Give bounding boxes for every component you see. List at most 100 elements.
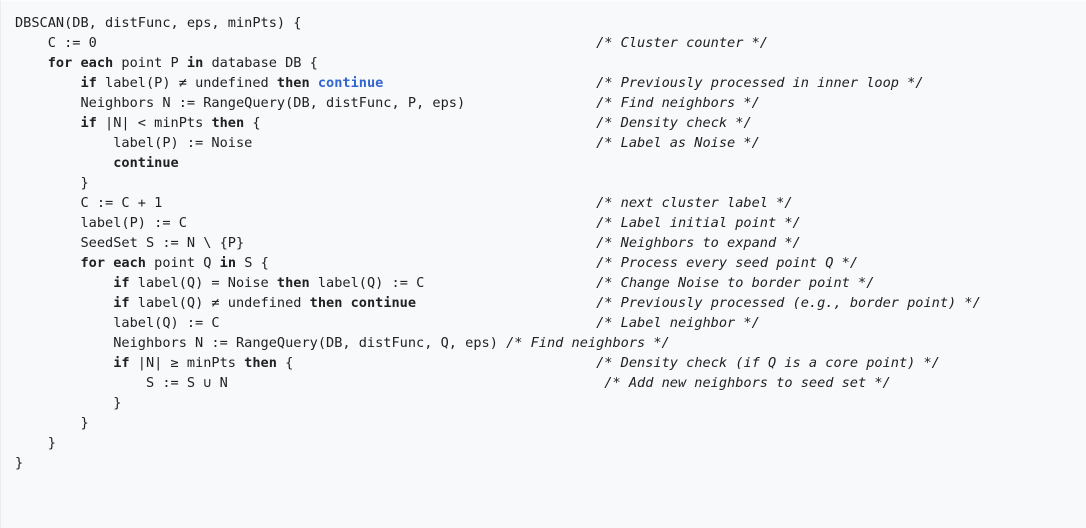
code-gap (228, 375, 604, 391)
code-indent (15, 155, 113, 171)
code-line: } (1, 393, 1086, 413)
code-line: label(P) := C /* Label initial point */ (1, 213, 1086, 233)
code-token: } (80, 415, 89, 431)
code-line: } (1, 453, 1086, 473)
code-gap (269, 255, 596, 271)
code-token: point P (113, 55, 187, 71)
code-line: for each point P in database DB { (1, 53, 1086, 73)
code-token: S { (236, 255, 269, 271)
code-keyword: if (113, 355, 130, 371)
code-token: label(Q) := C (113, 315, 220, 331)
code-comment: /* Previously processed in inner loop */ (596, 75, 924, 91)
code-keyword: then (276, 75, 310, 91)
code-gap (97, 35, 596, 51)
code-indent (15, 55, 48, 71)
code-keyword: continue (113, 155, 179, 171)
code-indent (15, 275, 113, 291)
code-line: if label(P) ≠ undefined then continue /*… (1, 73, 1086, 93)
code-gap (244, 235, 596, 251)
code-comment: /* Label initial point */ (596, 215, 801, 231)
code-line: label(Q) := C /* Label neighbor */ (1, 313, 1086, 333)
code-token: label(Q) ≠ undefined (129, 295, 310, 311)
code-keyword: for each (47, 55, 114, 71)
code-gap (162, 195, 596, 211)
code-line: Neighbors N := RangeQuery(DB, distFunc, … (1, 333, 1086, 353)
code-comment: /* Density check (if Q is a core point) … (596, 355, 940, 371)
code-token: } (113, 395, 122, 411)
code-token: point Q (145, 255, 220, 271)
code-gap (252, 135, 596, 151)
code-comment: /* Previously processed (e.g., border po… (596, 295, 981, 311)
code-line: } (1, 413, 1086, 433)
code-line: if label(Q) = Noise then label(Q) := C /… (1, 273, 1086, 293)
code-gap (498, 335, 506, 351)
code-token: } (47, 435, 56, 451)
code-gap (187, 215, 596, 231)
code-comment: /* Find neighbors */ (506, 335, 670, 351)
code-indent (15, 335, 113, 351)
code-indent (15, 75, 80, 91)
code-token: DBSCAN(DB, distFunc, eps, minPts) { (15, 15, 302, 31)
code-token: C := C + 1 (80, 195, 163, 211)
code-comment: /* next cluster label */ (596, 195, 793, 211)
code-keyword: then (211, 115, 245, 131)
code-keyword-link[interactable]: continue (317, 75, 384, 91)
code-comment: /* Neighbors to expand */ (596, 235, 801, 251)
code-line: DBSCAN(DB, distFunc, eps, minPts) { (1, 13, 1086, 33)
code-gap (465, 95, 596, 111)
code-indent (15, 95, 80, 111)
code-token: database DB { (203, 55, 318, 71)
code-comment: /* Find neighbors */ (596, 95, 760, 111)
code-token: Neighbors N := RangeQuery(DB, distFunc, … (113, 335, 498, 351)
code-gap (383, 75, 596, 91)
code-token: { (276, 355, 294, 371)
code-line-list: DBSCAN(DB, distFunc, eps, minPts) { C :=… (1, 13, 1086, 473)
code-keyword: in (186, 55, 204, 71)
code-indent (15, 375, 146, 391)
code-line: if |N| ≥ minPts then { /* Density check … (1, 353, 1086, 373)
code-indent (15, 435, 48, 451)
code-comment: /* Cluster counter */ (596, 35, 768, 51)
code-indent (15, 255, 80, 271)
code-token: } (80, 175, 89, 191)
code-indent (15, 315, 113, 331)
code-line: if label(Q) ≠ undefined then continue /*… (1, 293, 1086, 313)
code-line: Neighbors N := RangeQuery(DB, distFunc, … (1, 93, 1086, 113)
code-gap (220, 315, 596, 331)
code-keyword: if (113, 295, 130, 311)
code-line: for each point Q in S { /* Process every… (1, 253, 1086, 273)
code-comment: /* Add new neighbors to seed set */ (604, 375, 891, 391)
code-token: |N| ≥ minPts (129, 355, 245, 371)
code-indent (15, 395, 113, 411)
code-comment: /* Label as Noise */ (596, 135, 760, 151)
code-indent (15, 195, 80, 211)
code-token (310, 75, 318, 91)
code-indent (15, 215, 80, 231)
code-line: continue (1, 153, 1086, 173)
code-line: C := 0 /* Cluster counter */ (1, 33, 1086, 53)
code-token: SeedSet S := N \ {P} (80, 235, 245, 251)
code-token: label(Q) = Noise (129, 275, 277, 291)
code-keyword: for each (80, 255, 146, 271)
code-line: C := C + 1 /* next cluster label */ (1, 193, 1086, 213)
code-line: } (1, 173, 1086, 193)
code-comment: /* Process every seed point Q */ (596, 255, 859, 271)
code-indent (15, 175, 80, 191)
code-keyword: then (244, 355, 277, 371)
code-indent (15, 35, 48, 51)
code-token: label(P) := C (80, 215, 187, 231)
code-token: { (244, 115, 261, 131)
code-token: } (15, 455, 24, 471)
code-keyword: then (276, 275, 310, 291)
code-line: SeedSet S := N \ {P} /* Neighbors to exp… (1, 233, 1086, 253)
code-gap (293, 355, 596, 371)
code-line: if |N| < minPts then { /* Density check … (1, 113, 1086, 133)
code-token: label(P) := Noise (113, 135, 253, 151)
code-token: Neighbors N := RangeQuery(DB, distFunc, … (80, 95, 466, 111)
code-keyword: in (219, 255, 237, 271)
code-indent (15, 135, 113, 151)
code-line: } (1, 433, 1086, 453)
code-indent (15, 415, 80, 431)
code-gap (261, 115, 597, 131)
